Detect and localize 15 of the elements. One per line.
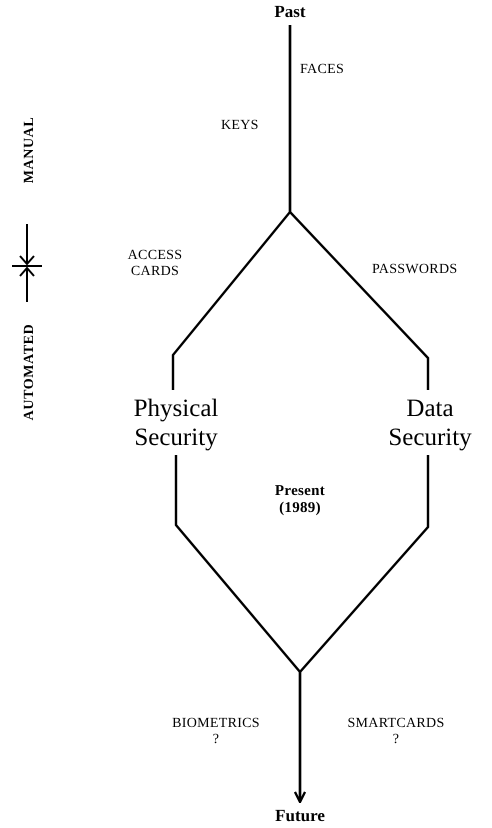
timeline-end-label: Future <box>275 806 325 826</box>
branch-label: Physical Security <box>134 394 218 452</box>
text-label: ACCESS CARDS <box>128 248 182 280</box>
text-label: BIOMETRICS ? <box>172 716 260 748</box>
axis-label: MANUAL <box>22 116 38 184</box>
arrow <box>294 455 430 804</box>
text-label: PASSWORDS <box>372 262 458 278</box>
text-label: KEYS <box>221 118 259 134</box>
branch-label: Data Security <box>388 394 472 452</box>
axis-label: AUTOMATED <box>22 324 38 420</box>
timeline-start-label: Past <box>274 2 306 22</box>
text-label: SMARTCARDS ? <box>347 716 445 748</box>
connector-line <box>288 25 430 390</box>
text-label: Present (1989) <box>274 483 326 517</box>
text-label: FACES <box>300 62 344 78</box>
